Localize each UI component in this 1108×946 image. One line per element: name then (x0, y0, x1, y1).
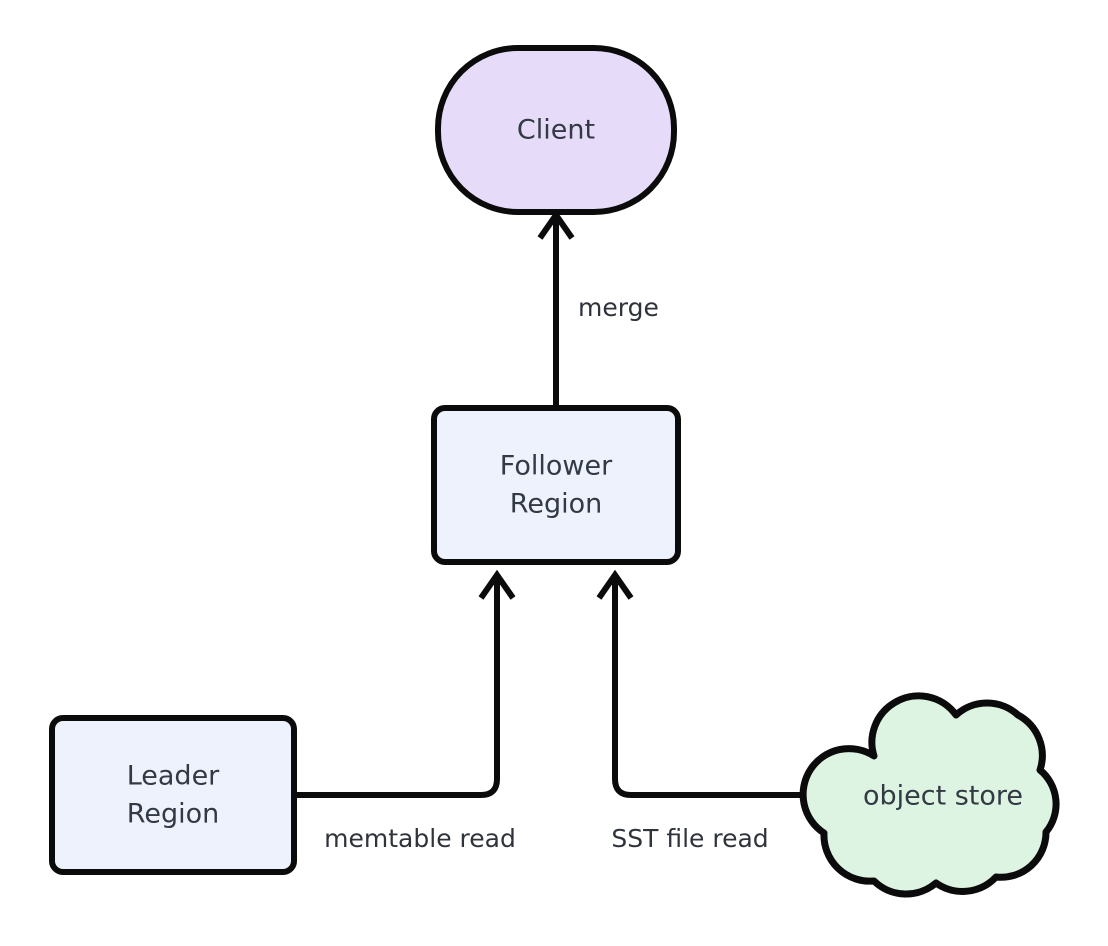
node-follower-region-label-line2: Region (510, 489, 602, 520)
node-object-store[interactable]: object store (799, 692, 1060, 898)
edge-memtable-read-line (294, 580, 500, 798)
node-client-shape[interactable] (435, 45, 677, 215)
edge-memtable-read-arrowhead (478, 569, 516, 600)
node-follower-region-label-line1: Follower (500, 451, 613, 482)
edge-label-merge: merge (578, 293, 659, 322)
edge-label-memtable-read: memtable read (324, 824, 516, 853)
node-leader-region-shape[interactable] (49, 715, 297, 875)
edge-merge (537, 209, 575, 408)
node-leader-region-label-line2: Region (127, 799, 219, 830)
node-object-store-label: object store (863, 781, 1023, 812)
node-client[interactable]: Client (435, 45, 677, 215)
edge-memtable-read (294, 569, 516, 798)
edge-sst-file-read (596, 569, 820, 798)
node-follower-region[interactable]: Follower Region (431, 405, 681, 565)
node-leader-region[interactable]: Leader Region (49, 715, 297, 875)
node-leader-region-label-line1: Leader (127, 761, 220, 792)
node-object-store-shape[interactable] (799, 692, 1060, 898)
node-client-label: Client (517, 115, 595, 146)
edge-sst-file-read-line (612, 580, 820, 798)
edge-label-sst-file-read: SST file read (611, 824, 768, 853)
node-follower-region-shape[interactable] (431, 405, 681, 565)
edge-sst-file-read-arrowhead (596, 569, 634, 600)
